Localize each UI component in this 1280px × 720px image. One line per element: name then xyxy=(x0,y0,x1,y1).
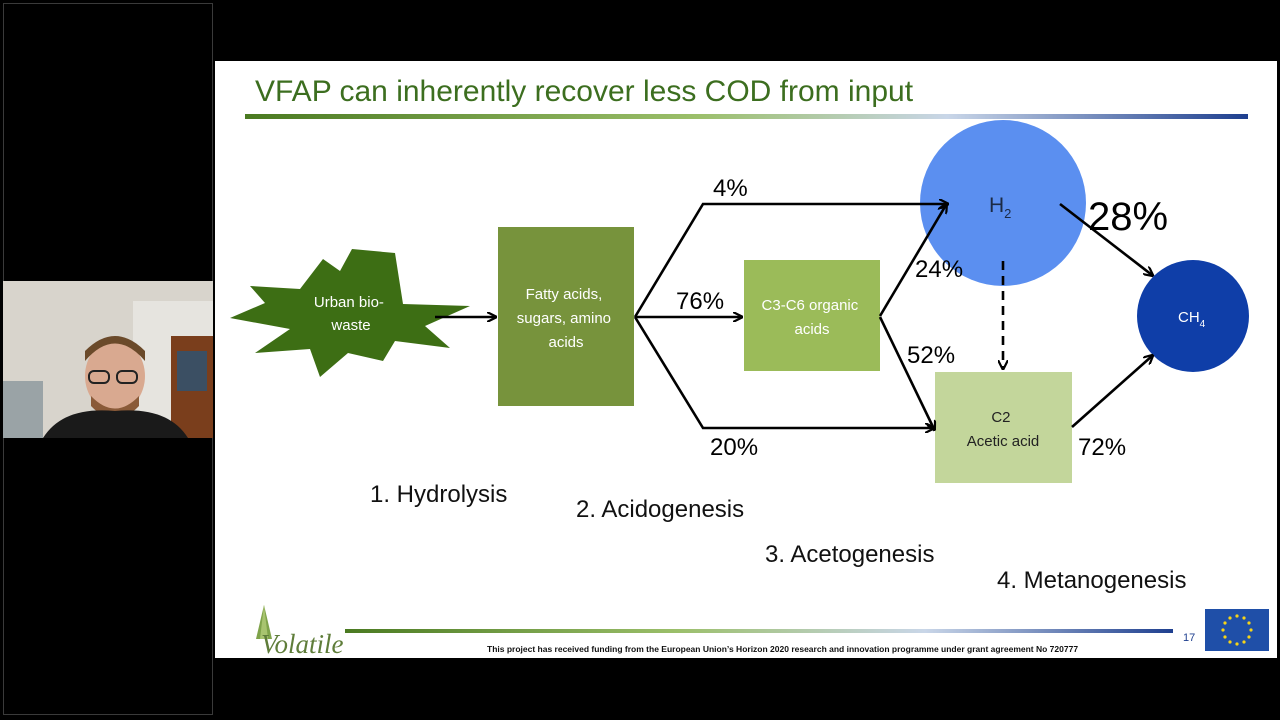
biowaste-label: Urban bio- waste xyxy=(314,294,388,334)
pct-h2-to-ch4: 28% xyxy=(1088,195,1168,239)
slide: VFAP can inherently recover less COD fro… xyxy=(215,61,1277,659)
title-divider xyxy=(245,114,1248,119)
footer-divider xyxy=(345,629,1173,633)
pct-acetic-to-ch4: 72% xyxy=(1078,434,1126,461)
stage-hydrolysis: 1. Hydrolysis xyxy=(370,481,508,508)
presenter-image xyxy=(3,281,213,438)
acetic-acid-label: C2 Acetic acid xyxy=(967,409,1040,450)
eu-flag-icon xyxy=(1205,609,1269,651)
arrow-to-h2 xyxy=(633,204,947,318)
slide-title: VFAP can inherently recover less COD fro… xyxy=(255,75,914,108)
arrow-acetic-to-ch4 xyxy=(1071,356,1152,428)
pct-to-acetic: 20% xyxy=(710,434,758,461)
ch4-circle xyxy=(1137,260,1249,372)
process-diagram: Urban bio- waste Fatty acids, sugars, am… xyxy=(230,120,1249,483)
arrow-to-acetic-acid xyxy=(633,316,933,428)
h2-circle xyxy=(920,120,1086,286)
hydrolysis-products-label: Fatty acids, sugars, amino acids xyxy=(517,286,615,351)
acetic-acid-box xyxy=(935,372,1072,483)
stage-acidogenesis: 2. Acidogenesis xyxy=(576,496,745,523)
volatile-logo xyxy=(256,605,272,639)
h2-label: H2 xyxy=(989,194,1011,221)
organic-acids-label: C3-C6 organic acids xyxy=(762,297,863,338)
slide-number: 17 xyxy=(1183,632,1196,644)
arrow-organic-to-h2 xyxy=(878,205,946,317)
hydrolysis-products-box xyxy=(498,227,634,406)
stage-metanogenesis: 4. Metanogenesis xyxy=(997,567,1187,594)
ch4-label: CH4 xyxy=(1178,309,1206,330)
arrow-h2-to-ch4 xyxy=(1059,202,1152,275)
stage-acetogenesis: 3. Acetogenesis xyxy=(765,541,935,568)
webcam-video xyxy=(3,281,213,438)
pct-organic-to-h2: 24% xyxy=(915,256,963,283)
arrow-organic-to-acetic xyxy=(878,316,934,429)
pct-to-organic: 76% xyxy=(676,288,724,315)
biowaste-starburst xyxy=(230,249,470,377)
pct-to-h2: 4% xyxy=(713,175,748,202)
volatile-logo-text: Volatile xyxy=(261,629,344,659)
pct-organic-to-acetic: 52% xyxy=(907,342,955,369)
funding-notice: This project has received funding from t… xyxy=(487,644,1079,654)
organic-acids-box xyxy=(744,260,880,371)
